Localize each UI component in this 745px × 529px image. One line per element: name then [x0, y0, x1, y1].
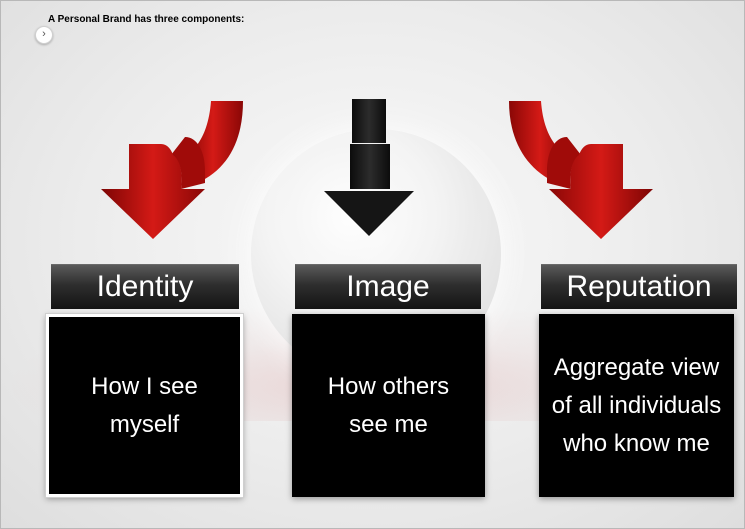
identity-description: How I see myself [91, 372, 198, 438]
reputation-description: Aggregate view of all individuals who kn… [551, 353, 722, 457]
image-box[interactable]: How others see me [292, 314, 485, 497]
red-curved-down-left-arrow-icon [101, 101, 243, 239]
red-curved-down-right-arrow-icon [509, 101, 653, 239]
reputation-box[interactable]: Aggregate view of all individuals who kn… [539, 314, 734, 497]
image-description: How others see me [327, 372, 450, 438]
chevron-right-icon: › [42, 28, 46, 40]
image-header: Image [295, 264, 481, 309]
identity-box[interactable]: How I see myself [46, 314, 243, 497]
black-down-arrow-icon [324, 99, 414, 236]
reputation-header: Reputation [541, 264, 737, 309]
identity-header: Identity [51, 264, 239, 309]
slide-title: A Personal Brand has three components: [48, 14, 245, 25]
next-slide-button[interactable]: › [35, 26, 53, 44]
